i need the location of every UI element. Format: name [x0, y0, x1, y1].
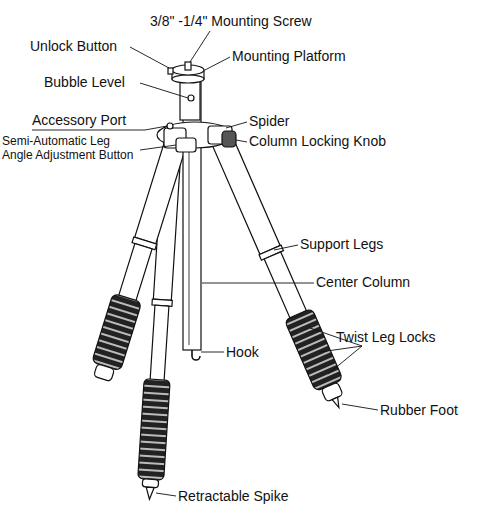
- part-label: Mounting Platform: [232, 48, 346, 65]
- leg-tube: [264, 252, 307, 320]
- part-label: Unlock Button: [30, 38, 117, 55]
- spike: [332, 397, 342, 409]
- leader-lines: [32, 31, 378, 496]
- column-groove: [189, 150, 190, 345]
- part-label: Support Legs: [300, 236, 383, 253]
- leader-line: [236, 140, 247, 142]
- leg-tube: [212, 136, 280, 255]
- unlock-button: [168, 68, 173, 74]
- part-label: Column Locking Knob: [249, 133, 386, 150]
- spike: [145, 487, 154, 499]
- leg-tube: [118, 244, 152, 303]
- leg-tube: [150, 305, 169, 382]
- platform-rim: [172, 75, 204, 83]
- part-label: Accessory Port: [32, 112, 126, 129]
- left-leg: [88, 141, 189, 384]
- leg-tube: [135, 142, 186, 244]
- part-label: Rubber Foot: [380, 402, 458, 419]
- hook: [192, 350, 200, 360]
- part-label: 3/8" -1/4" Mounting Screw: [150, 13, 312, 30]
- leg-angle-button: [176, 138, 196, 152]
- part-label: Spider: [249, 113, 289, 130]
- accessory-port: [167, 123, 173, 129]
- leader-line: [140, 145, 176, 150]
- leg-foot: [142, 479, 158, 488]
- leader-line: [130, 47, 169, 68]
- leader-line: [156, 493, 176, 496]
- part-label: Center Column: [316, 274, 410, 291]
- leader-line: [328, 346, 362, 374]
- twist-lock-grip: [138, 379, 170, 480]
- leader-line: [342, 404, 378, 410]
- leader-line: [190, 31, 210, 62]
- leader-line: [205, 57, 230, 70]
- leader-line: [201, 352, 224, 353]
- part-label: Retractable Spike: [178, 488, 289, 505]
- leader-line: [226, 122, 247, 128]
- part-label: Hook: [226, 344, 259, 361]
- bubble-level: [188, 95, 194, 101]
- twist-lock-grip: [92, 293, 142, 371]
- rubber-foot: [94, 364, 115, 382]
- part-label: Semi-Automatic Leg Angle Adjustment Butt…: [2, 134, 139, 163]
- part-label: Twist Leg Locks: [336, 329, 436, 346]
- column-locking-knob: [222, 131, 236, 147]
- leader-line: [274, 245, 298, 250]
- mounting-screw: [185, 62, 191, 70]
- leader-line: [202, 283, 314, 284]
- leader-line: [140, 83, 188, 98]
- part-label: Bubble Level: [44, 74, 125, 91]
